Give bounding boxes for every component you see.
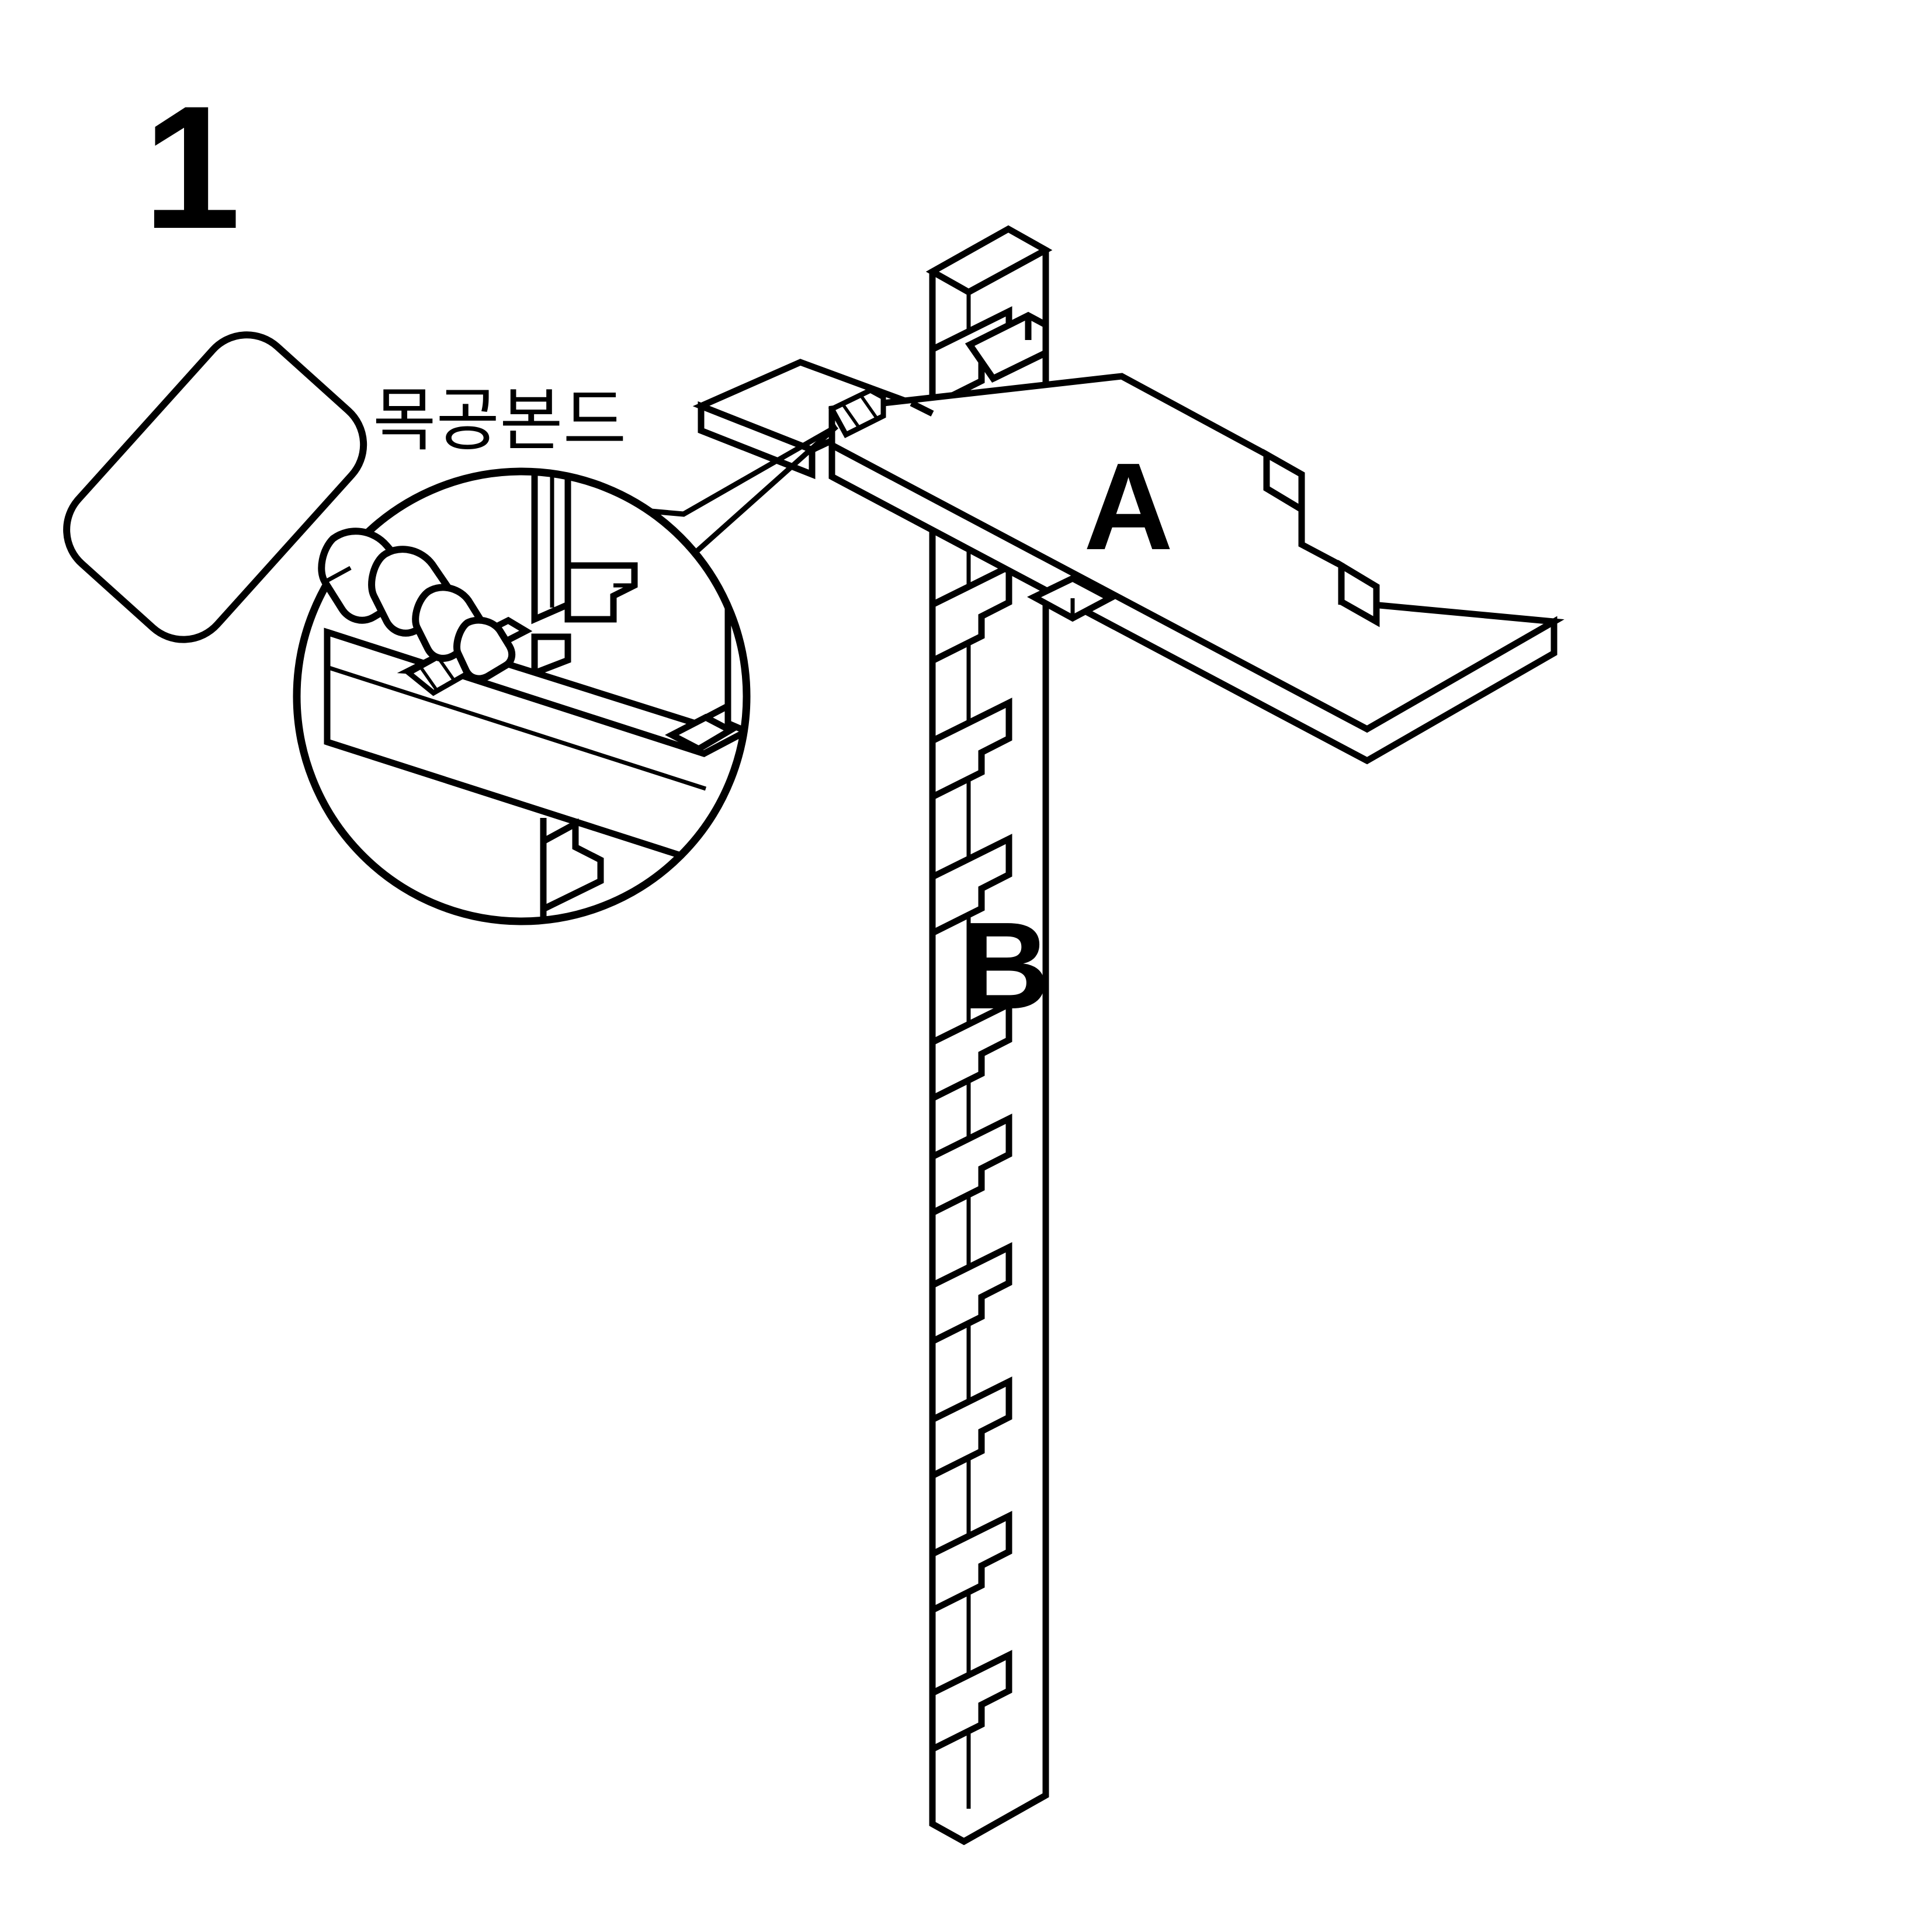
board-a-notch-1 [1263, 449, 1305, 515]
part-a-label: A [1084, 437, 1173, 575]
detail-magnifier [293, 467, 751, 925]
magnifier-circle-outline [293, 467, 751, 925]
part-b-vertical-post [925, 225, 1053, 1846]
glue-bottle-icon [63, 331, 516, 682]
part-b-label: B [960, 896, 1050, 1035]
part-a-horizontal-board [692, 359, 1565, 765]
glue-label: 목공본드 [373, 380, 626, 460]
glue-hatch-on-board-a [828, 387, 886, 438]
board-a-notch-2 [1338, 560, 1380, 627]
step-number: 1 [143, 69, 241, 265]
post-b-notch-group [929, 306, 1012, 1754]
